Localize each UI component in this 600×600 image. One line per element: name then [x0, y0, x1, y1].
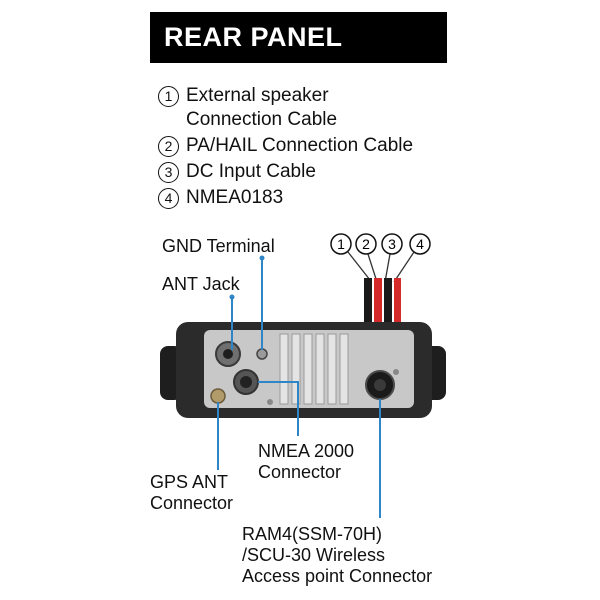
- legend-item: 2 PA/HAIL Connection Cable: [158, 134, 413, 158]
- legend-item: 1 External speaker Connection Cable: [158, 84, 413, 132]
- heatsink-fins: [279, 333, 349, 405]
- cable-marker-circle: [409, 233, 431, 255]
- legend-number: 4: [158, 188, 179, 209]
- legend-number: 1: [158, 86, 179, 107]
- gps-ant-label: GPS ANT Connector: [150, 472, 234, 513]
- cable-marker-number: 4: [416, 236, 424, 252]
- cable-marker-circle: [381, 233, 403, 255]
- cable-marker-number: 1: [337, 236, 345, 252]
- cable-red: [374, 278, 382, 336]
- cable-marker-circle: [330, 233, 352, 255]
- legend-text: NMEA0183: [186, 187, 284, 208]
- cable-red: [394, 278, 401, 336]
- leader-dots: [229, 255, 265, 300]
- legend-item: 3 DC Input Cable: [158, 160, 413, 184]
- ant-jack-label: ANT Jack: [162, 274, 240, 294]
- page-title: REAR PANEL: [164, 22, 343, 52]
- nmea2000-label: NMEA 2000 Connector: [258, 441, 355, 482]
- ram4-label: RAM4(SSM-70H) /SCU-30 Wireless Access po…: [242, 524, 433, 586]
- legend-text: PA/HAIL Connection Cable: [186, 135, 414, 156]
- marker-pointers: [347, 251, 415, 283]
- radio-body: [160, 322, 446, 418]
- title-bar: REAR PANEL: [150, 12, 447, 63]
- legend-number: 3: [158, 162, 179, 183]
- gps-ant-connector: [210, 388, 226, 404]
- gnd-terminal-screw: [256, 348, 268, 360]
- legend-text: External speaker Connection Cable: [186, 85, 338, 130]
- cable-legend: 1 External speaker Connection Cable 2 PA…: [158, 84, 413, 212]
- legend-item: 4 NMEA0183: [158, 186, 413, 210]
- cable-markers: 1 2 3 4: [330, 233, 431, 255]
- gnd-terminal-label: GND Terminal: [162, 236, 275, 256]
- cable-marker-circle: [355, 233, 377, 255]
- cable-marker-number: 3: [388, 236, 396, 252]
- cable-marker-number: 2: [362, 236, 370, 252]
- cable-black: [384, 278, 392, 336]
- legend-text: DC Input Cable: [186, 161, 316, 182]
- cable-black: [364, 278, 372, 336]
- nmea2000-leader-line: [258, 381, 299, 436]
- leader-lines: [217, 258, 381, 518]
- legend-number: 2: [158, 136, 179, 157]
